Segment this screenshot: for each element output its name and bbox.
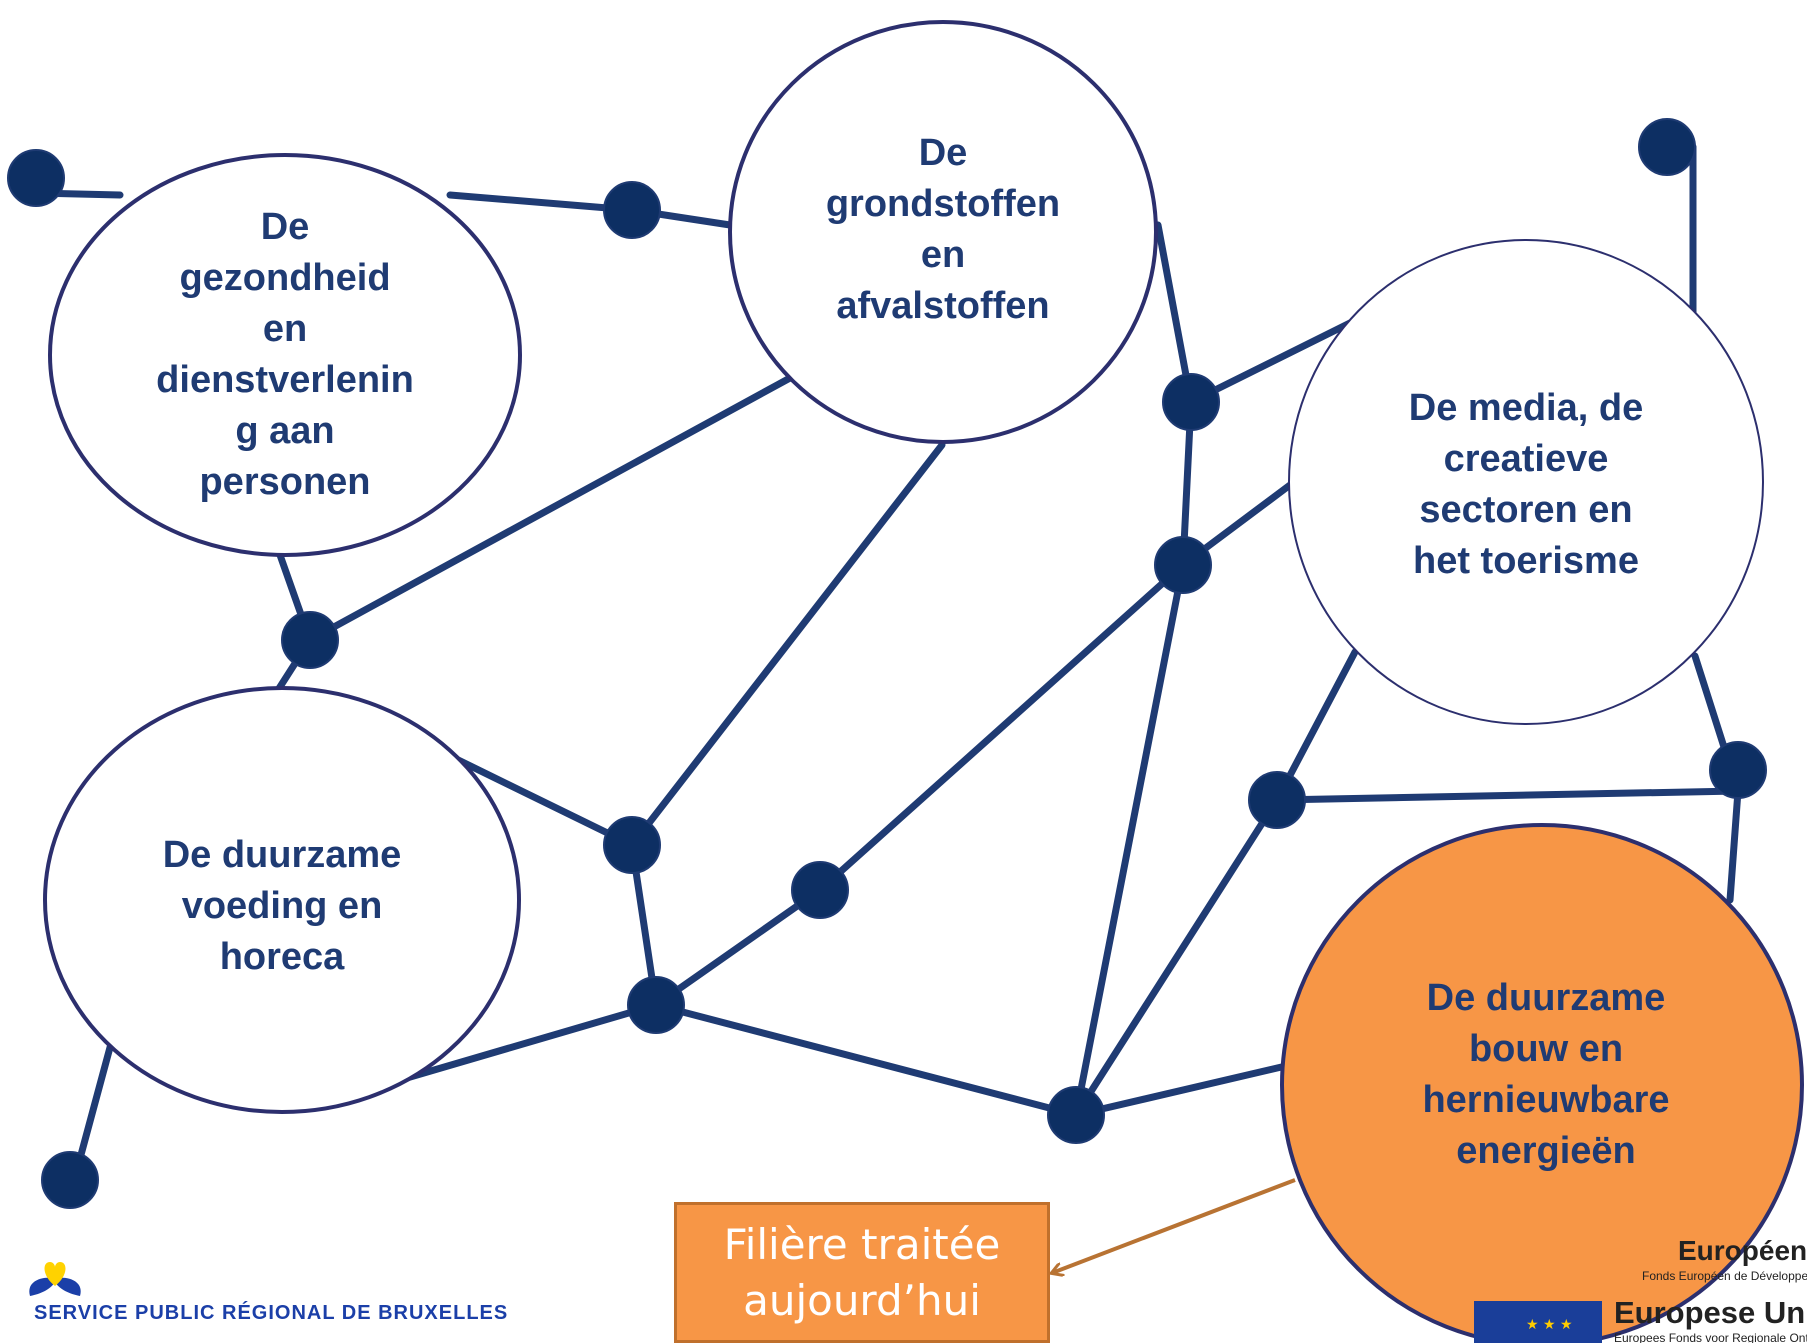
node	[1162, 373, 1220, 431]
link-line	[396, 1001, 660, 1084]
link-line	[306, 374, 794, 644]
bubble-text-line: creatieve	[1443, 438, 1609, 480]
bubble-text-line: personen	[199, 461, 371, 503]
node	[1638, 118, 1696, 176]
node	[603, 816, 661, 874]
link-line	[444, 751, 636, 849]
node	[1154, 536, 1212, 594]
bubble-media	[1288, 239, 1764, 725]
bubble-text-line: voeding en	[181, 884, 383, 927]
node	[1047, 1086, 1105, 1144]
bubble-label-media: De media, de creatieve sectoren en het t…	[1356, 380, 1696, 590]
bubble-label-alimentation: De duurzame voeding en horeca	[112, 826, 452, 986]
bubble-label-ressources: De grondstoffen en afvalstoffen	[783, 125, 1103, 335]
bubble-text-line: De	[918, 132, 968, 174]
node	[7, 149, 65, 207]
eu-fr-subtitle: Fonds Européen de Développement Régional	[1642, 1269, 1807, 1283]
link-line	[1072, 561, 1187, 1119]
bubble-text-line: De	[260, 206, 310, 248]
bubble-text-line: het toerisme	[1413, 540, 1639, 582]
link-line	[1154, 221, 1195, 406]
organization-name: SERVICE PUBLIC RÉGIONAL DE BRUXELLES	[34, 1302, 509, 1324]
link-line	[816, 561, 1187, 894]
bubble-label-construction: De duurzame bouw en hernieuwbare energie…	[1376, 970, 1716, 1180]
svg-text:★ ★ ★: ★ ★ ★	[1526, 1317, 1573, 1333]
node	[41, 1151, 99, 1209]
eu-logo: ★ ★ ★ Européen Fonds Européen de Dévelop…	[1474, 1235, 1807, 1343]
bubble-text-line: dienstverlenin	[156, 359, 414, 401]
brussels-logo: SERVICE PUBLIC RÉGIONAL DE BRUXELLES	[20, 1258, 507, 1328]
bubble-text-line: hernieuwbare	[1422, 1079, 1670, 1121]
eu-nl-title: Europese Unie	[1614, 1295, 1807, 1330]
bubble-text-line: en	[262, 308, 308, 350]
eu-nl-subtitle: Europees Fonds voor Regionale Ontwikkeli…	[1614, 1331, 1807, 1343]
network-nodes	[7, 118, 1767, 1209]
bubble-text-line: grondstoffen	[825, 183, 1061, 225]
callout-text-line: Filière traitée	[723, 1219, 1001, 1269]
bubble-text-line: afvalstoffen	[836, 285, 1050, 327]
node	[1248, 771, 1306, 829]
bubble-text-line: sectoren en	[1419, 489, 1633, 531]
link-line	[1187, 314, 1364, 406]
bubble-text-line: horeca	[219, 935, 345, 978]
bubble-text-line: gezondheid	[179, 257, 391, 299]
node	[627, 976, 685, 1034]
link-line	[1072, 796, 1281, 1119]
bubble-text-line: De media, de	[1408, 387, 1644, 429]
bubble-ressources	[728, 20, 1158, 444]
node	[281, 611, 339, 669]
eu-flag-icon: ★ ★ ★	[1474, 1301, 1602, 1343]
bubble-text-line: energieën	[1456, 1130, 1636, 1172]
bubble-text-line: g aan	[235, 410, 335, 452]
callout-box: Filière traitée aujourd’hui	[674, 1202, 1050, 1343]
link-line	[1726, 787, 1742, 904]
bubble-text-line: bouw en	[1468, 1028, 1624, 1070]
callout-text-line: aujourd’hui	[743, 1275, 981, 1325]
link-line	[446, 191, 636, 214]
bubble-alimentation	[43, 686, 521, 1114]
node	[603, 181, 661, 239]
bubble-sante	[48, 153, 522, 557]
bubble-text-line: De duurzame	[162, 833, 402, 876]
bubble-label-sante: De gezondheid en dienstverlenin g aan pe…	[115, 190, 455, 520]
link-line	[652, 886, 824, 1009]
link-line	[1072, 1061, 1294, 1119]
bubble-construction	[1280, 823, 1804, 1343]
link-line	[628, 441, 946, 849]
link-line	[1273, 787, 1742, 804]
bubbles	[43, 20, 1804, 1343]
callout-arrow	[1052, 1178, 1296, 1273]
bubble-text-line: De duurzame	[1426, 977, 1666, 1019]
bubble-text-line: en	[920, 234, 966, 276]
eu-fr-title: Européen	[1678, 1235, 1807, 1266]
link-line	[652, 1001, 1080, 1119]
node	[791, 861, 849, 919]
iris-heart-icon	[29, 1262, 81, 1296]
node	[1709, 741, 1767, 799]
